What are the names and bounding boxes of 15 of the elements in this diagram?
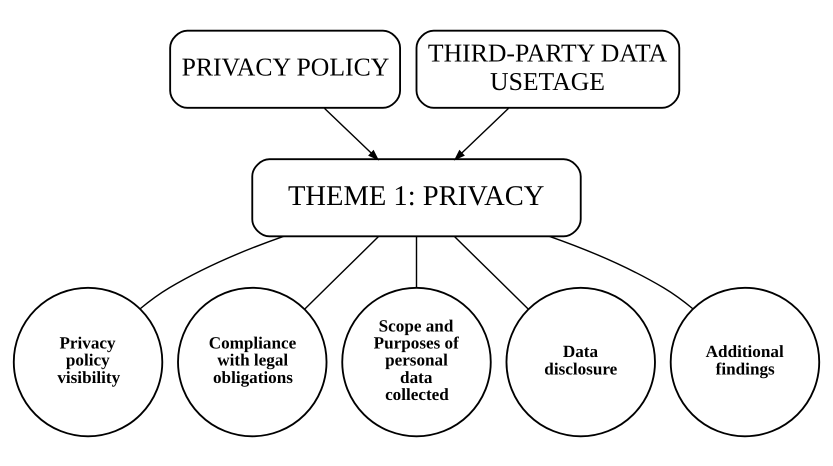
- node-box: PRIVACY POLICY: [169, 29, 401, 108]
- node-box: THEME 1: PRIVACY: [251, 158, 582, 237]
- node-circle: Data disclosure: [506, 286, 656, 437]
- connector: [549, 235, 694, 309]
- node-box: THIRD-PARTY DATA USETAGE: [416, 29, 680, 108]
- connector: [454, 236, 528, 309]
- arrow: [324, 107, 380, 160]
- arrow: [454, 107, 509, 160]
- connector: [304, 236, 379, 309]
- node-circle: Scope and Purposes of personal data collected: [341, 286, 492, 437]
- connector: [416, 236, 418, 287]
- node-circle: Compliance with legal obligations: [177, 286, 328, 437]
- node-circle: Additional findings: [670, 286, 820, 437]
- connector: [140, 235, 284, 309]
- node-circle: Privacy policy visibility: [12, 286, 164, 437]
